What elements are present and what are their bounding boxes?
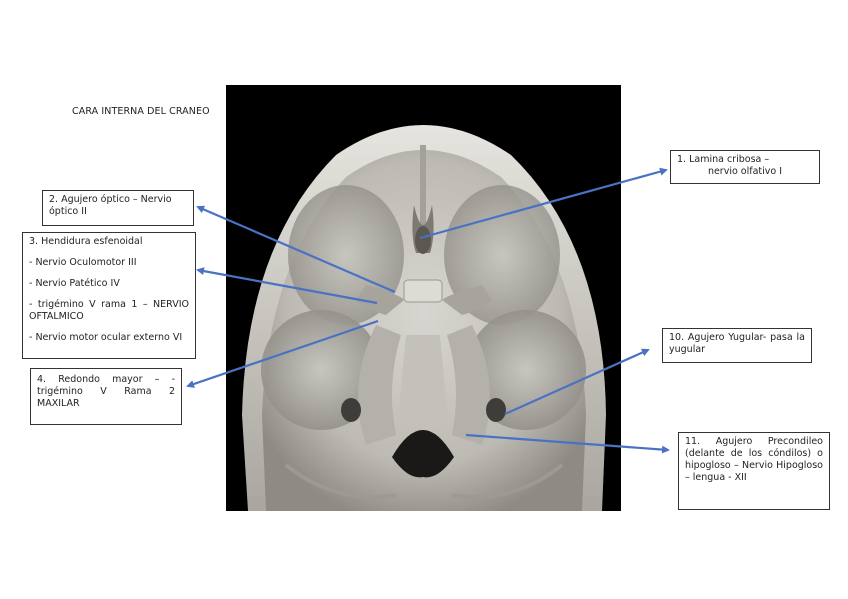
label-line: - Nervio Oculomotor III <box>29 257 137 268</box>
sella-turcica <box>403 279 443 303</box>
jugular-foramen <box>486 398 506 422</box>
label-line: - Nervio Patético IV <box>29 278 120 289</box>
label-hendidura-esfenoidal: 3. Hendidura esfenoidal - Nervio Oculomo… <box>22 232 196 359</box>
label-line: óptico II <box>49 206 87 217</box>
label-agujero-yugular: 10. Agujero Yugular- pasa la yugular <box>662 328 812 363</box>
label-line: - trigémino V rama 1 – NERVIO OFTALMICO <box>29 299 189 322</box>
label-agujero-optico: 2. Agujero óptico – Nervio óptico II <box>42 190 194 226</box>
label-line: 2. Agujero óptico – Nervio <box>49 194 172 205</box>
label-line: 11. Agujero Precondileo (delante de los … <box>685 436 823 483</box>
label-line: 4. Redondo mayor – - trigémino V Rama 2 … <box>37 374 175 409</box>
label-line: - Nervio motor ocular externo VI <box>29 332 183 343</box>
label-redondo-mayor: 4. Redondo mayor – - trigémino V Rama 2 … <box>30 368 182 425</box>
right-lesser-wing <box>442 285 492 315</box>
label-lamina-cribosa: 1. Lamina cribosa – nervio olfativo I <box>670 150 820 184</box>
left-occipital-ridge <box>284 463 397 499</box>
page-title: CARA INTERNA DEL CRANEO <box>72 106 210 117</box>
right-occipital-ridge <box>451 463 564 499</box>
label-line: 10. Agujero Yugular- pasa la yugular <box>669 332 805 355</box>
crista-galli <box>415 226 431 254</box>
label-line: 1. Lamina cribosa – <box>677 154 770 165</box>
label-agujero-precondileo: 11. Agujero Precondileo (delante de los … <box>678 432 830 510</box>
label-line: 3. Hendidura esfenoidal <box>29 236 143 247</box>
right-petrous-ridge <box>447 325 490 445</box>
label-line: nervio olfativo I <box>707 166 783 177</box>
cranial-base-illustration <box>242 125 606 511</box>
skull-image <box>226 85 621 511</box>
foramen-magnum <box>392 430 454 478</box>
clivus <box>398 335 448 420</box>
left-jugular-foramen <box>341 398 361 422</box>
